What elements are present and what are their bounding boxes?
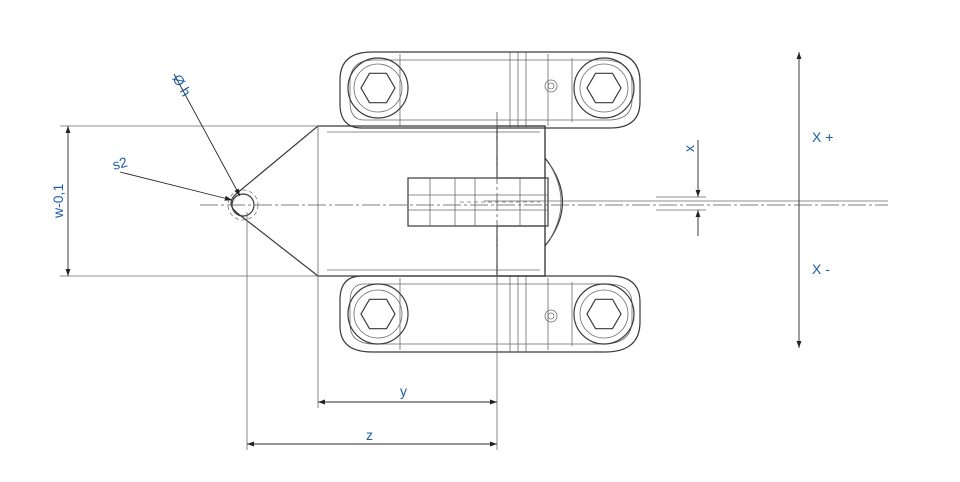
- diameter-h-label: Ø h: [169, 72, 194, 100]
- bolt-top-right: [573, 57, 635, 119]
- bolt-top-left: [347, 57, 409, 119]
- dimension-lines: [65, 52, 802, 447]
- bolt-bottom-left: [347, 283, 409, 345]
- extension-lines: [60, 125, 706, 450]
- x-plus-label: X +: [812, 129, 833, 145]
- x-minus-label: X -: [812, 261, 830, 277]
- bottom-mounting-base: [339, 275, 641, 353]
- bolt-bottom-right: [573, 283, 635, 345]
- x-dimension-label: x: [681, 145, 697, 152]
- w-dimension-label: w-0,1: [50, 184, 66, 219]
- z-dimension-label: z: [366, 427, 373, 443]
- s2-label: s2: [111, 154, 130, 173]
- center-lines: [200, 112, 888, 282]
- y-dimension-label: y: [400, 383, 407, 399]
